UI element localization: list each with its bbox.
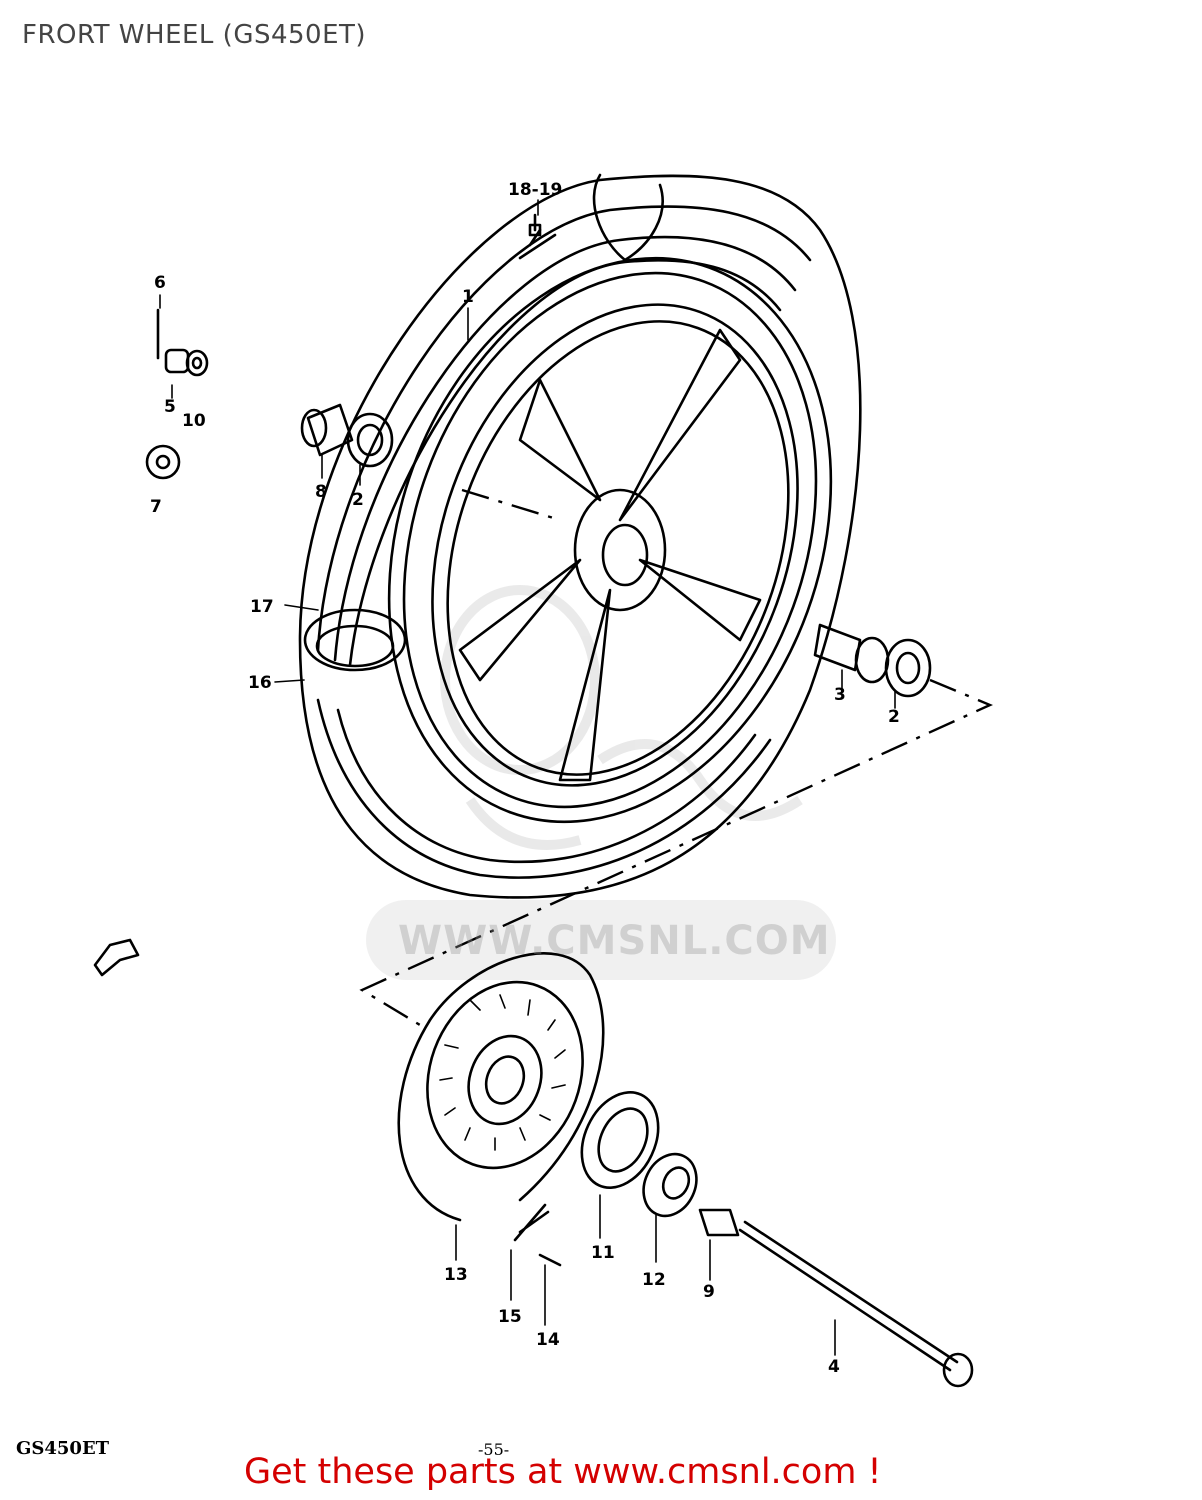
callout-17: 17 [250,597,274,617]
cover-12 [642,1152,698,1218]
page-title: FRORT WHEEL (GS450ET) [22,20,367,50]
watermark-background [366,900,836,980]
nut-7 [145,444,181,480]
watermark-text: WWW.CMSNL.COM [398,918,831,964]
callout-7: 7 [150,497,162,517]
callout-3: 3 [834,685,846,705]
footer-model-code: GS450ET [16,1438,110,1459]
spacer-3-bearing-2-right [813,623,932,698]
front-arrow-icon [93,938,140,977]
axle-centerline-lower [359,678,994,1027]
page-number: -55- [478,1440,510,1459]
leader-lines [159,199,896,1356]
wheel-spokes [458,328,762,782]
callout-15: 15 [498,1307,522,1327]
callout-5: 5 [164,397,176,417]
part-5-10 [164,348,209,377]
callout-14: 14 [536,1330,560,1350]
callout-12: 12 [642,1270,666,1290]
callout-2-right: 2 [888,707,900,727]
callout-9: 9 [703,1282,715,1302]
axle-centerline [461,488,561,522]
valve [518,213,557,260]
callout-8: 8 [315,482,327,502]
callout-2-upper: 2 [352,490,364,510]
promo-link[interactable]: Get these parts at www.cmsnl.com ! [244,1452,882,1492]
spacer-9 [698,1208,740,1237]
callout-18-19: 18-19 [508,180,562,200]
brake-disc [397,952,605,1222]
rim [387,256,833,824]
callout-labels: 1 2 2 3 4 5 6 7 8 9 10 11 12 13 14 15 16… [150,180,900,1377]
spacer-8-bearing-2-upper [300,403,394,468]
callout-11: 11 [591,1243,615,1263]
callout-10: 10 [182,411,206,431]
bolts-14-15 [513,1203,562,1267]
callout-4: 4 [828,1357,840,1377]
callout-13: 13 [444,1265,468,1285]
axle-4 [738,1220,974,1388]
callout-16: 16 [248,673,272,693]
callout-6: 6 [154,273,166,293]
disc-plate-11 [580,1091,660,1189]
callout-1: 1 [462,287,474,307]
tyre [298,173,862,899]
